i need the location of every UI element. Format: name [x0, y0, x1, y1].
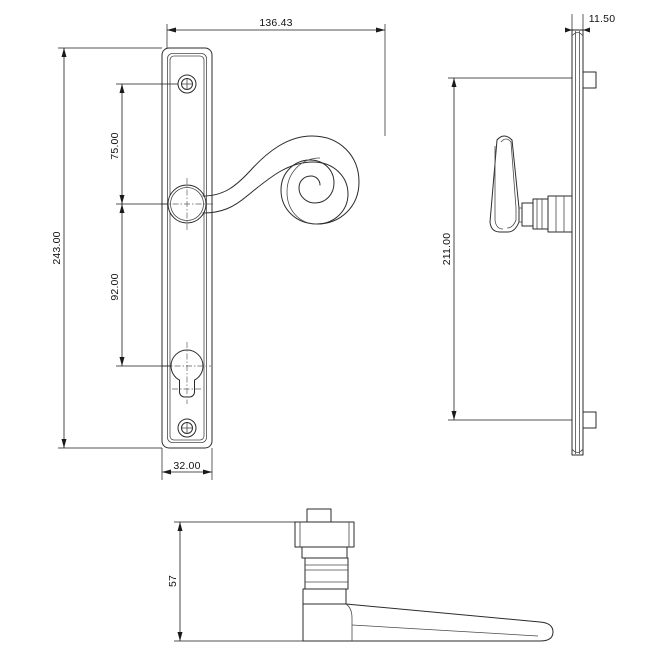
- dim-arrow-75-bottom: [119, 195, 125, 204]
- plan-collar-lower: [302, 588, 347, 605]
- plan-view-group: [294, 508, 554, 642]
- dim-arrow-92-top: [119, 204, 125, 213]
- dim-text-lever-projection: 57: [167, 575, 179, 587]
- side-rose-collar-step: [532, 198, 549, 230]
- dim-arrow-243-bottom: [61, 439, 67, 448]
- plan-lever-arm-shadow: [351, 624, 539, 637]
- dim-arrow-57-bottom: [177, 632, 183, 641]
- plan-spindle: [306, 508, 332, 523]
- backplate-outline: [161, 47, 213, 449]
- dim-arrow-57-top: [177, 522, 183, 531]
- side-view-group: [489, 29, 597, 456]
- dim-text-lever-to-keyhole: 92.00: [109, 273, 121, 300]
- screw-bottom-group: [177, 418, 197, 438]
- side-lever-assembly: [489, 135, 573, 233]
- dim-arrow-136-left: [167, 27, 176, 33]
- plan-lever-arm-inner-edge: [345, 603, 353, 641]
- dim-arrow-211-bottom: [451, 411, 457, 420]
- dim-arrow-1150-right: [583, 27, 590, 33]
- plan-lever-arm: [302, 603, 554, 642]
- side-lever-blade-inner-2: [494, 146, 504, 230]
- side-rose-collar-outer: [547, 195, 573, 233]
- dim-arrow-92-bottom: [119, 357, 125, 366]
- plan-collar-upper: [301, 546, 348, 559]
- front-view-group: [161, 47, 360, 449]
- plan-rose-block: [294, 521, 355, 548]
- backplate-inner-edge: [167, 53, 207, 443]
- monkeytail-lever-group: [202, 135, 360, 225]
- side-screw-boss-bottom: [582, 411, 597, 429]
- side-lever-neck-link: [519, 207, 522, 223]
- side-plate-bottom-cap: [571, 448, 584, 453]
- side-screw-boss-top: [582, 71, 597, 89]
- lever-upper-edge: [202, 135, 360, 225]
- dim-text-plate-width: 32.00: [173, 460, 200, 472]
- dim-arrow-211-top: [451, 78, 457, 87]
- dim-text-plate-width-overall: 136.43: [259, 17, 292, 29]
- dim-arrow-243-top: [61, 48, 67, 57]
- plan-view-dimensions: 57: [167, 521, 303, 642]
- dim-text-side-height: 211.00: [441, 233, 453, 266]
- lever-rosette-group: [161, 178, 213, 230]
- side-lever-blade-inner: [500, 138, 517, 229]
- dim-text-plate-height-overall: 243.00: [51, 231, 63, 264]
- side-rose-collar-narrow: [521, 202, 534, 227]
- screw-bottom-outer: [177, 418, 197, 438]
- lever-spiral-tail: [286, 157, 321, 225]
- dim-arrow-32-right: [203, 469, 212, 475]
- backplate-inner-edge-2: [169, 55, 205, 441]
- dim-arrow-32-left: [162, 469, 171, 475]
- plan-collar-mid: [304, 557, 349, 590]
- side-lever-blade: [489, 135, 520, 233]
- dim-text-screw-to-lever: 75.00: [109, 132, 121, 159]
- side-plate-top-cap: [571, 32, 584, 37]
- side-backplate-body: [571, 29, 584, 456]
- lever-lower-edge: [202, 161, 349, 225]
- dim-arrow-75-top: [119, 84, 125, 93]
- dim-arrow-1150-left: [565, 27, 572, 33]
- dim-text-plate-thickness: 11.50: [589, 13, 616, 25]
- side-view-dimensions: 11.50 211.00: [441, 13, 616, 421]
- front-view-dimensions: 136.43 243.00 75.00 92.00: [51, 17, 386, 480]
- dim-arrow-136-right: [376, 27, 385, 33]
